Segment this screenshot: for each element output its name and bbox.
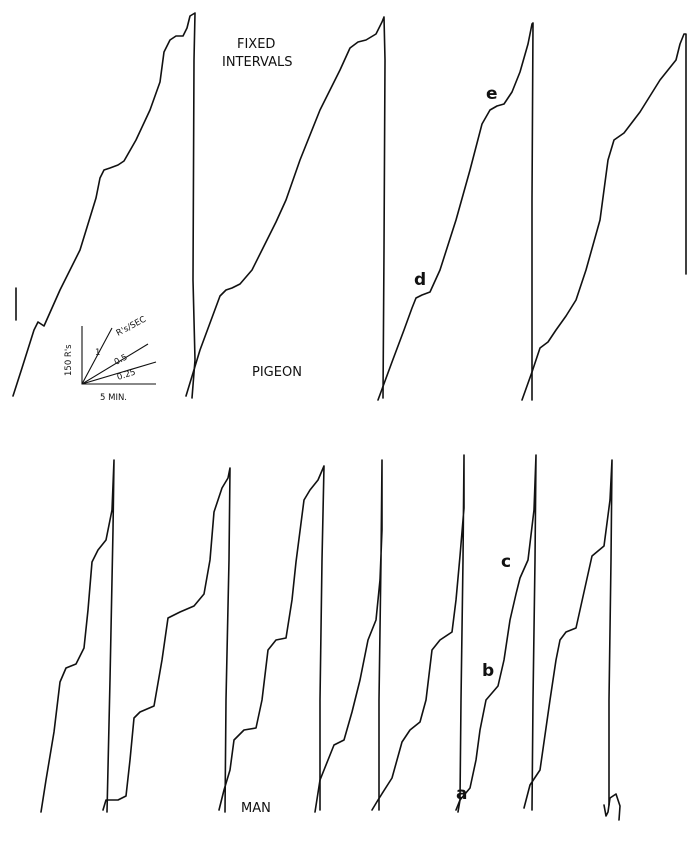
key-rate-header: R's/SEC: [115, 315, 148, 339]
annotation-b: b: [482, 661, 494, 681]
man-record-3: [218, 465, 325, 811]
man-record-6: [455, 454, 537, 811]
man-record-8: [603, 793, 621, 821]
key-line-fast: [81, 327, 113, 385]
pigeon-record-1: [12, 12, 196, 399]
annotation-c: c: [501, 552, 511, 572]
key-rate-025: 0.25: [116, 367, 137, 382]
key-line-mid: [81, 343, 149, 385]
man-record-2: [102, 467, 231, 813]
man-record-1: [40, 459, 115, 813]
pigeon-subject-label: PIGEON: [252, 365, 302, 380]
man-panel: MAN a b c: [40, 454, 621, 821]
pigeon-panel: FIXED INTERVALS PIGEON d e R's/SEC 1 0.5…: [12, 12, 687, 403]
man-traces: [40, 454, 621, 821]
annotation-a: a: [456, 784, 467, 804]
chart-title-line1: FIXED: [237, 37, 275, 52]
man-subject-label: MAN: [241, 801, 271, 816]
pigeon-record-4: [521, 33, 687, 401]
man-record-7: [523, 459, 613, 809]
key-rate-1: 1: [95, 348, 100, 358]
key-rate-05: 0.5: [113, 352, 130, 367]
pigeon-record-3: [377, 22, 534, 401]
key-ylabel: 150 R's: [64, 344, 74, 376]
key-line-slow: [81, 361, 157, 385]
man-record-5: [371, 454, 465, 813]
annotation-d: d: [414, 270, 426, 290]
pigeon-traces: [12, 12, 687, 401]
annotation-e: e: [486, 84, 498, 104]
calibration-key: R's/SEC 1 0.5 0.25 150 R's 5 MIN.: [64, 315, 157, 403]
man-record-4: [314, 459, 383, 813]
chart-title-line2: INTERVALS: [222, 55, 292, 70]
key-xlabel: 5 MIN.: [100, 393, 127, 403]
pigeon-record-2: [185, 16, 386, 399]
